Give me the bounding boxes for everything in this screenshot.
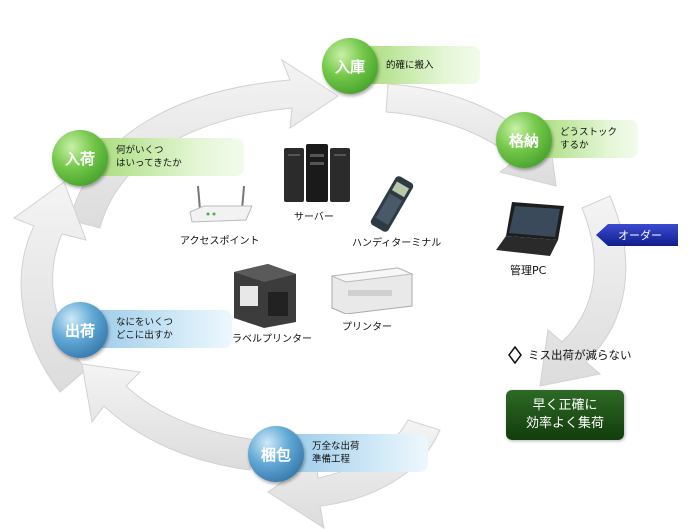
label-printer-label: ラベルプリンター	[232, 334, 312, 345]
step-circle-konpou: 梱包	[248, 426, 304, 482]
result-line: 早く正確に	[532, 398, 598, 413]
cycle-arrow-bottom-left	[81, 363, 257, 471]
step-note-line: どうストック	[560, 127, 618, 138]
handy-terminal-label: ハンディターミナル	[352, 238, 442, 249]
step-note-line: 的確に搬入	[386, 59, 434, 71]
step-note-line: 何がいくつ	[116, 145, 164, 156]
server-icon	[284, 144, 350, 202]
step-note-line: するか	[560, 140, 589, 151]
step-circle-nyuuko: 入庫	[322, 38, 378, 94]
step-note-shukka: なにをいくつ どこに出すか	[92, 310, 232, 348]
step-note-line: はいってきたか	[116, 158, 182, 169]
printer-icon	[330, 267, 414, 314]
step-note-line: 万全な出荷	[312, 441, 360, 452]
miss-shipping-text: ミス出荷が減らない	[528, 348, 632, 362]
step-note-nyuuka: 何がいくつ はいってきたか	[92, 138, 244, 176]
order-tag: オーダー	[596, 224, 678, 246]
miss-shipping-note: ミス出荷が減らない	[508, 346, 632, 364]
cycle-arrow-top-right	[385, 83, 557, 187]
access-point-icon	[189, 185, 253, 223]
step-circle-shukka: 出荷	[52, 302, 108, 358]
pc-label: 管理PC	[510, 264, 547, 277]
result-line: 効率よく集荷	[525, 416, 604, 431]
step-circle-nyuuka: 入荷	[52, 130, 108, 186]
printer-label: プリンター	[342, 322, 392, 333]
result-box: 早く正確に 効率よく集荷	[506, 390, 624, 440]
step-note-kakunou: どうストック するか	[536, 120, 638, 158]
step-note-line: 準備工程	[312, 454, 351, 465]
diamond-icon	[508, 346, 522, 364]
laptop-icon	[496, 202, 564, 256]
step-note-line: どこに出すか	[116, 330, 173, 341]
step-note-nyuuko: 的確に搬入	[362, 46, 480, 84]
access-point-label: アクセスポイント	[180, 236, 260, 247]
server-label: サーバー	[294, 212, 334, 223]
cycle-arrow-left	[12, 181, 87, 393]
cycle-arrow-right	[539, 195, 627, 387]
label-printer-icon	[234, 264, 296, 328]
step-note-line: なにをいくつ	[116, 317, 174, 328]
step-note-konpou: 万全な出荷 準備工程	[288, 434, 428, 472]
step-circle-kakunou: 格納	[496, 112, 552, 168]
handy-terminal-icon	[370, 176, 414, 232]
